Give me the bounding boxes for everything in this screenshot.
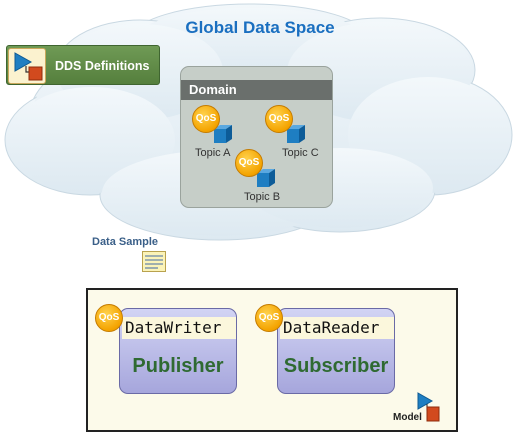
domain-header: Domain (181, 80, 332, 100)
topic-cube-icon (212, 123, 234, 145)
qos-badge: QoS (265, 105, 293, 133)
diagram-title: Global Data Space (185, 18, 335, 37)
topic-label: Topic C (282, 147, 319, 159)
topic-a: QoS Topic A (192, 105, 242, 161)
qos-badge: QoS (235, 149, 263, 177)
data-sample-icon (142, 251, 166, 272)
datawriter-label[interactable]: DataWriter (122, 317, 236, 339)
publisher-label: Publisher (132, 355, 224, 377)
application-frame: Publisher DataWriter QoS Subscriber Data… (86, 288, 458, 432)
data-sample-label: Data Sample (92, 236, 159, 248)
topic-cube-icon (255, 167, 277, 189)
datareader-label[interactable]: DataReader (280, 317, 394, 339)
subscriber-label: Subscriber (283, 355, 389, 377)
topic-c: QoS Topic C (265, 105, 325, 161)
qos-badge: QoS (95, 304, 123, 332)
topic-label: Topic B (244, 191, 281, 203)
qos-badge: QoS (192, 105, 220, 133)
model-label: Model (393, 412, 422, 423)
topic-label: Topic A (195, 147, 231, 159)
domain-box: Domain QoS Topic A QoS Topic C QoS Topic… (180, 66, 333, 208)
qos-badge: QoS (255, 304, 283, 332)
model-icon (8, 48, 46, 84)
topic-cube-icon (285, 123, 307, 145)
dds-definitions-label: DDS Definitions (55, 59, 150, 73)
dds-definitions-button[interactable]: DDS Definitions (6, 45, 160, 85)
topic-b: QoS Topic B (235, 149, 295, 205)
model-icon (417, 392, 440, 422)
